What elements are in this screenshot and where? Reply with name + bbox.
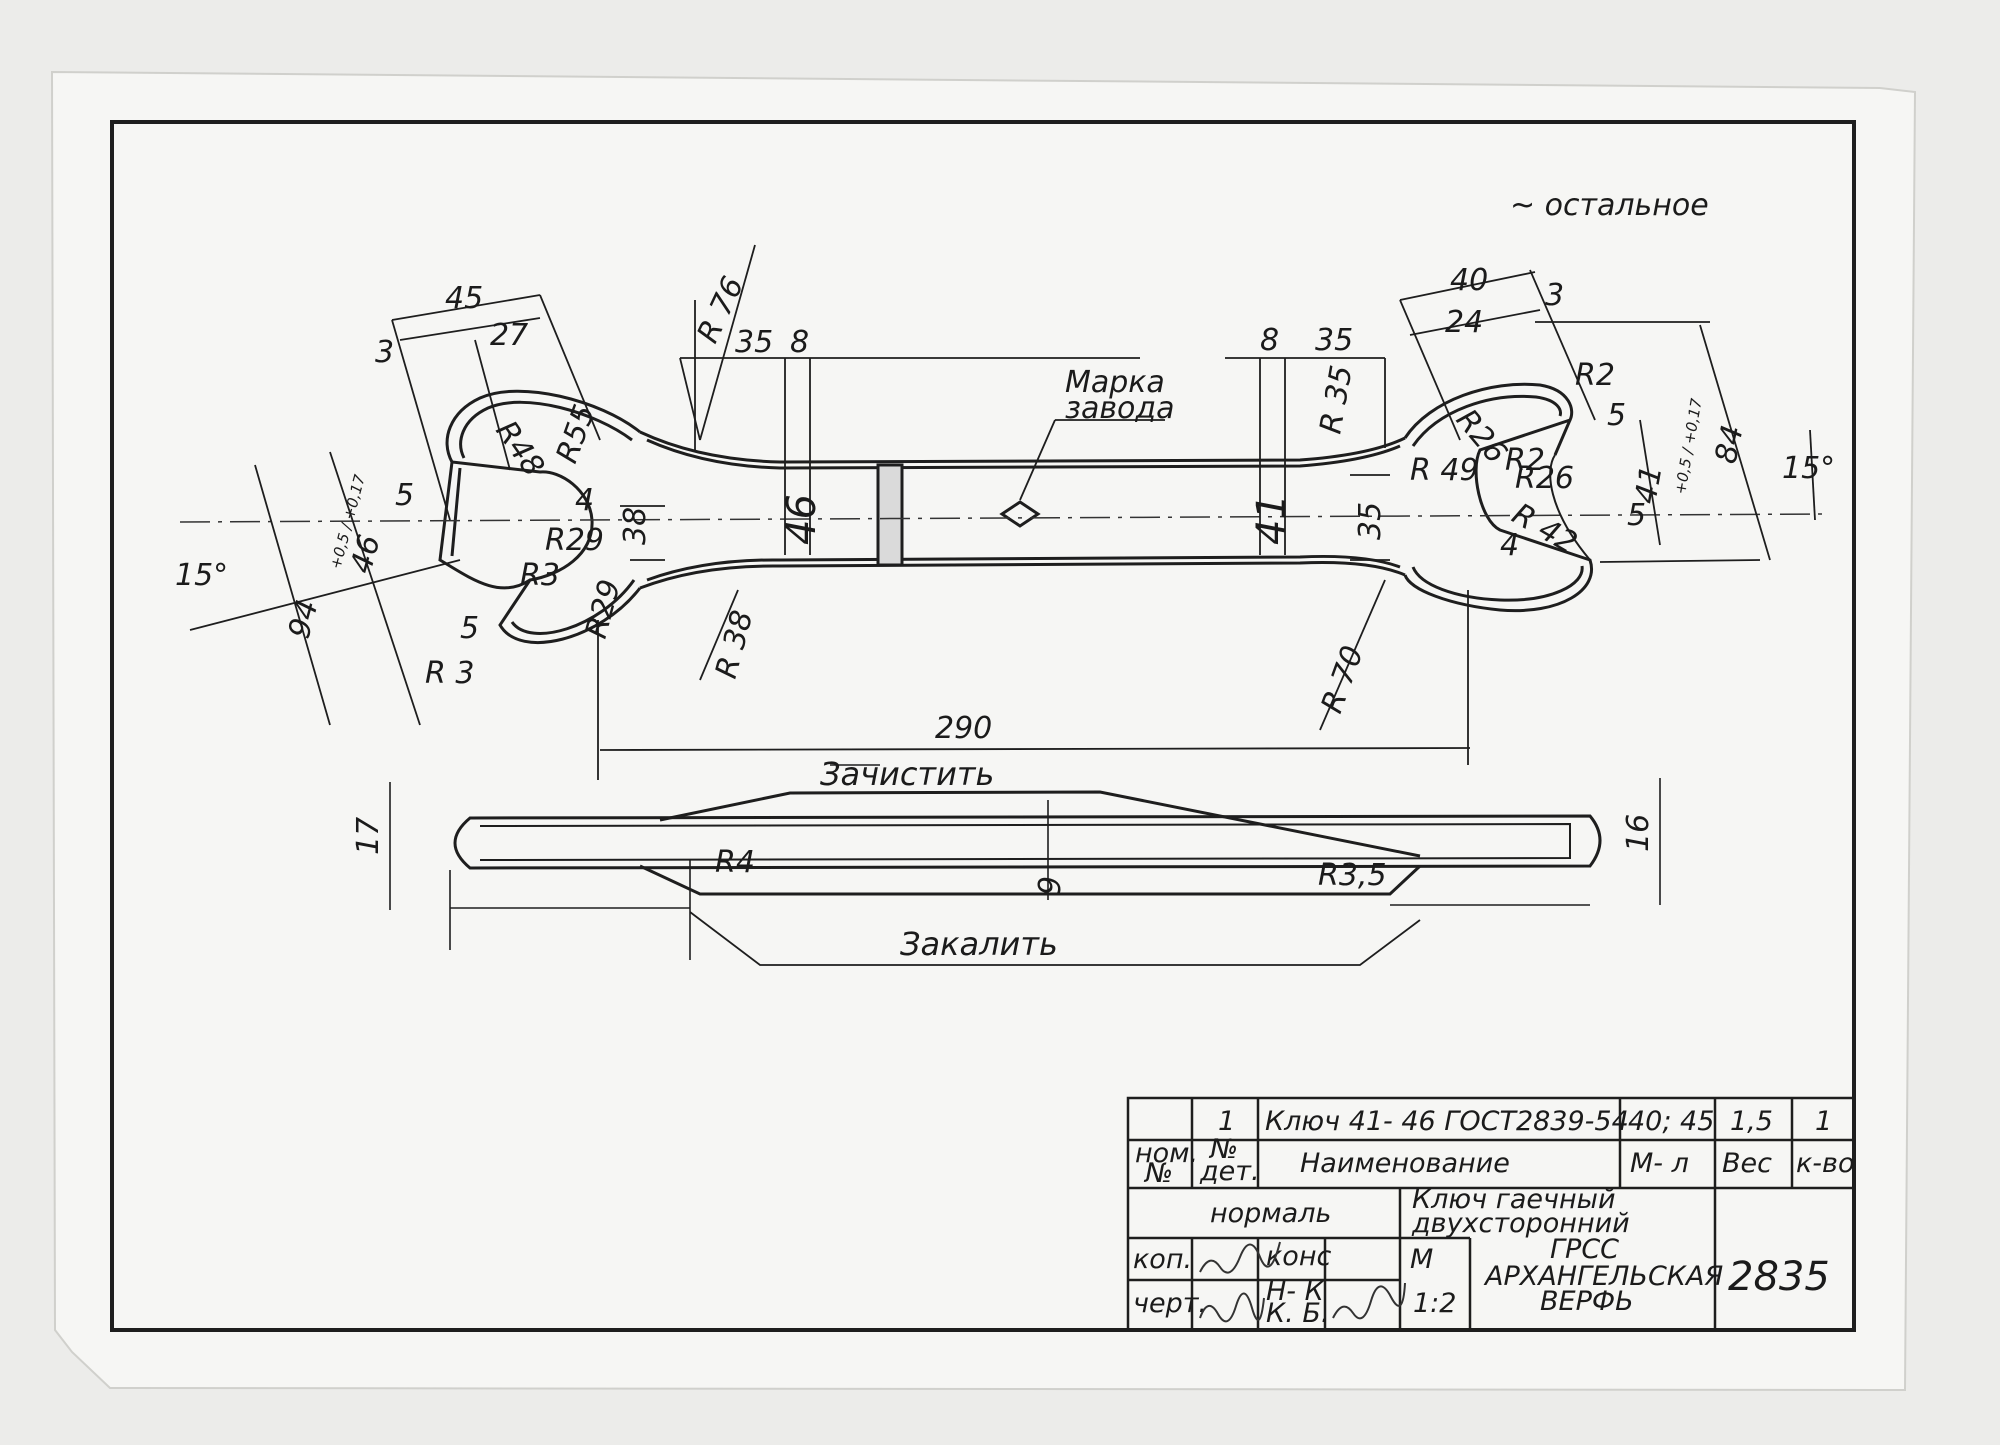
dim-40: 40: [1450, 263, 1488, 298]
kop-label: коп.: [1133, 1244, 1192, 1275]
dim-8-right: 8: [1260, 323, 1279, 358]
org-line3: ВЕРФЬ: [1540, 1286, 1634, 1317]
roughness-left-1: 5: [395, 478, 414, 513]
description-line2: двухсторонний: [1411, 1208, 1630, 1239]
header-name: Наименование: [1300, 1148, 1510, 1179]
signature-kb: [1332, 1282, 1406, 1320]
dim-8-left: 8: [790, 325, 809, 360]
header-weight: Вес: [1722, 1148, 1772, 1179]
header-det: №: [1208, 1134, 1238, 1165]
label-zakalit: Закалить: [900, 925, 1058, 963]
label-zavoda: завода: [1065, 391, 1175, 426]
center-line: [179, 513, 1831, 523]
roughness-left-2: 4: [575, 483, 594, 518]
row1-material: 40; 45: [1628, 1106, 1714, 1137]
roughness-right-3: 5: [1627, 498, 1646, 533]
dim-r3a: R3: [520, 558, 560, 593]
dim-15-left: 15°: [175, 558, 228, 593]
header-det2: дет.: [1199, 1156, 1260, 1187]
dim-r3b: R 3: [425, 656, 474, 691]
header-material: М- л: [1630, 1148, 1689, 1179]
note-roughness: ~ остальное: [1510, 188, 1709, 223]
label-zachistit: Зачистить: [820, 755, 994, 793]
chert-label: черт.: [1133, 1288, 1207, 1319]
dim-290: 290: [935, 711, 992, 746]
normal-label: нормаль: [1210, 1198, 1331, 1229]
dim-r26b: R26: [1515, 461, 1574, 496]
dim-17: 17: [351, 817, 386, 855]
dim-r3-5: R3,5: [1318, 858, 1387, 893]
dim-15-right: 15°: [1782, 451, 1835, 486]
kb-label: К. Б.: [1266, 1298, 1329, 1329]
kons-label: конс: [1266, 1241, 1331, 1272]
dim-9: 9: [1033, 876, 1068, 895]
signature-chert: [1199, 1292, 1265, 1323]
label-marka: Марка: [1065, 365, 1165, 400]
org-line2: АРХАНГЕЛЬСКАЯ: [1483, 1261, 1723, 1292]
roughness-left-3: 5: [460, 611, 479, 646]
nk-label: Н- К: [1266, 1276, 1326, 1307]
dim-35-left: 35: [735, 325, 773, 360]
dim-84: 84: [1709, 422, 1751, 467]
dim-r2-top: R2: [1575, 358, 1615, 393]
dim-24: 24: [1445, 305, 1483, 340]
m-label: М: [1410, 1244, 1433, 1275]
wrench-top-view: [438, 382, 1593, 645]
dim-41-jaw: 41: [1628, 463, 1669, 507]
signature-kop: [1199, 1241, 1281, 1274]
roughness-right-2: 4: [1500, 528, 1519, 563]
row1-num: 1: [1218, 1106, 1235, 1137]
drawing-number: 2835: [1728, 1254, 1830, 1300]
dim-46-shank: 46: [779, 494, 825, 545]
dim-41-shank: 41: [1249, 494, 1295, 545]
header-qty: к-во: [1796, 1148, 1854, 1179]
dim-38: 38: [618, 507, 653, 545]
dim-3-left: 3: [375, 335, 394, 370]
org-line1: ГРСС: [1550, 1234, 1619, 1265]
dim-r49: R 49: [1410, 453, 1479, 488]
dimension-lines: [189, 244, 1816, 780]
header-nom: ном.: [1135, 1138, 1198, 1169]
row1-qty: 1: [1815, 1106, 1832, 1137]
drawing-frame: [110, 120, 1856, 1332]
row1-name: Ключ 41- 46 ГОСТ2839-54: [1265, 1106, 1629, 1137]
dim-r4: R4: [715, 845, 755, 880]
header-nom2: №: [1143, 1158, 1173, 1189]
dim-r2-mid: R2: [1505, 443, 1545, 478]
wrench-side-view: [389, 764, 1661, 966]
dim-3-right: 3: [1545, 278, 1564, 313]
dim-r29a: R29: [545, 523, 604, 558]
title-block-text: 1 Ключ 41- 46 ГОСТ2839-54 40; 45 1,5 1 н…: [1133, 1106, 1854, 1329]
dim-45: 45: [445, 281, 483, 316]
scale-value: 1:2: [1413, 1288, 1456, 1319]
dim-16: 16: [1621, 814, 1656, 852]
row1-weight: 1,5: [1730, 1106, 1773, 1137]
dim-35-right: 35: [1315, 323, 1353, 358]
dim-35-mid: 35: [1353, 502, 1388, 540]
dim-27: 27: [490, 318, 528, 353]
dimension-labels: ~ остальное 45 3 27 R 76 35 8 8 35 40 24…: [175, 188, 1835, 963]
roughness-right-1: 5: [1607, 398, 1626, 433]
description-line1: Ключ гаечный: [1412, 1184, 1616, 1215]
